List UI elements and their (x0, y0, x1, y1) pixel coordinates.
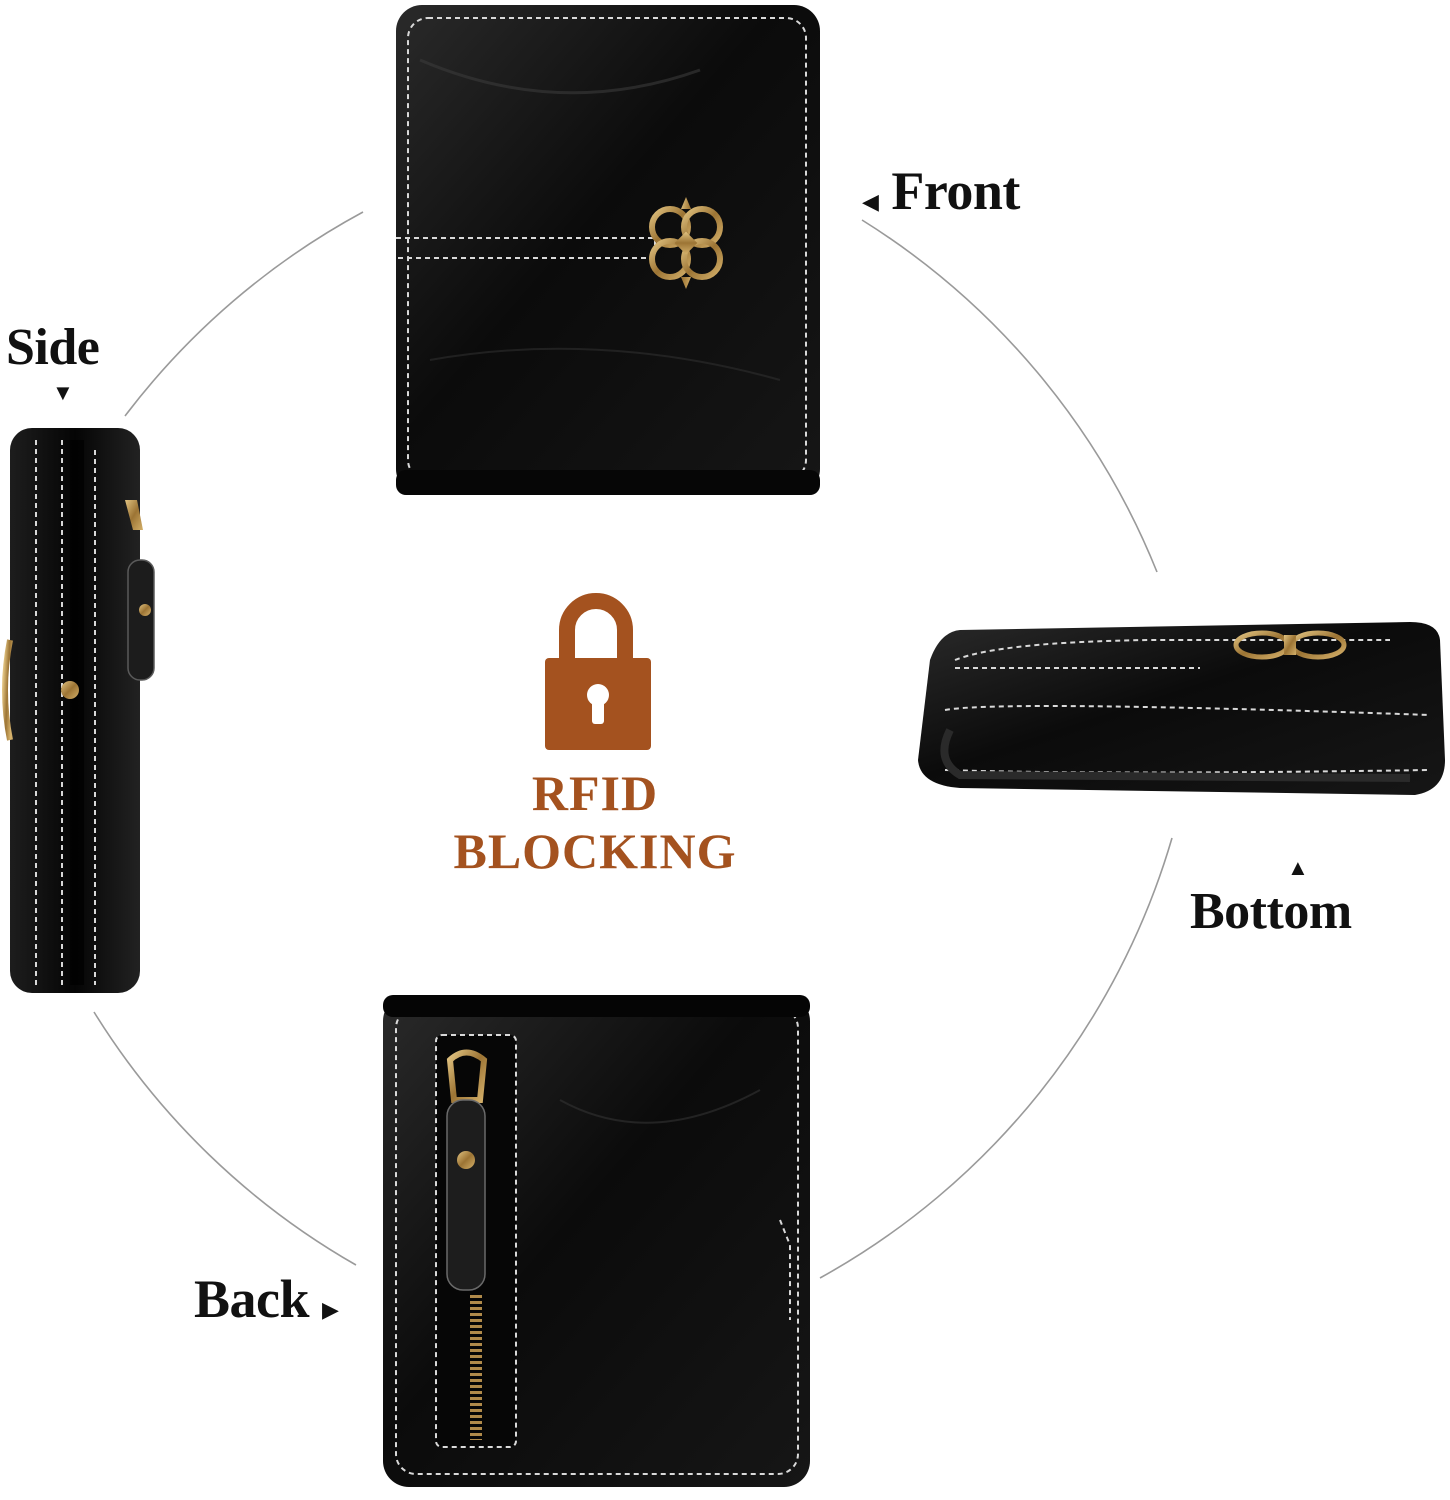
back-label-text: Back (194, 1269, 310, 1329)
blocking-text: BLOCKING (453, 823, 737, 879)
clover-emblem-small-icon (1233, 630, 1347, 660)
arc-bottom-right (819, 837, 1173, 1279)
wallet-side-view (2, 428, 155, 993)
zipper-pull-back-icon (446, 1049, 488, 1291)
bottom-label: Bottom (1190, 883, 1352, 940)
side-label: Side (6, 319, 100, 376)
arc-bottom-left (93, 1011, 357, 1266)
back-label: Back ▶ (194, 1268, 339, 1330)
zipper-pull-icon (125, 500, 155, 681)
arc-top-right (861, 219, 1158, 573)
arrow-down-icon: ▼ (52, 380, 74, 405)
wallet-bottom-view (918, 622, 1445, 795)
arc-top-left (124, 211, 364, 417)
arrow-up-icon: ▲ (1287, 855, 1309, 880)
front-label: ◀ Front (862, 160, 1020, 222)
padlock-icon (545, 593, 651, 750)
arrow-right-icon: ▶ (322, 1297, 339, 1322)
wallet-front-body (396, 5, 820, 495)
wallet-back-view (383, 995, 810, 1487)
arrow-left-icon: ◀ (862, 189, 879, 214)
rfid-text: RFID (531, 765, 659, 821)
wallet-front-view (396, 5, 820, 495)
front-label-text: Front (891, 161, 1020, 221)
circle-guide (93, 211, 1173, 1279)
